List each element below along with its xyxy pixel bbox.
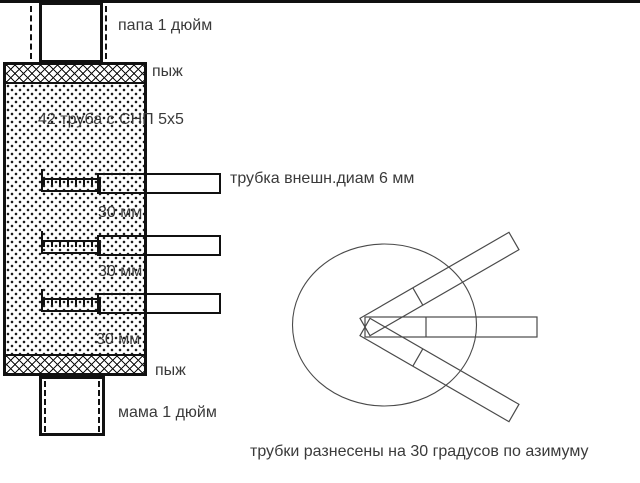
tube-2-outer-section — [97, 235, 221, 256]
tube-2-end-tick — [41, 231, 43, 240]
tube-3-end-tick — [41, 289, 43, 298]
label-male-fitting: папа 1 дюйм — [118, 17, 213, 34]
label-wad-bottom: пыж — [155, 362, 186, 379]
label-pipe-body: 42 труба с СНП 5х5 — [38, 111, 184, 128]
plan-tube-lower — [359, 317, 520, 423]
label-tube-diameter: трубка внешн.диам 6 мм — [230, 170, 415, 187]
label-spacing-2: 30 мм — [98, 263, 143, 280]
top-border-line — [0, 0, 640, 3]
label-female-fitting: мама 1 дюйм — [118, 404, 217, 421]
label-spacing-3: 30 мм — [96, 331, 141, 348]
wad-hatch-top — [6, 65, 144, 84]
female-fitting-bottom — [39, 376, 105, 436]
tube-1-end-tick — [41, 169, 43, 178]
tube-1-inner-section — [41, 178, 101, 192]
female-fitting-hidden-edge-left — [44, 381, 46, 432]
male-fitting-top — [39, 2, 103, 63]
label-wad-top: пыж — [152, 63, 183, 80]
label-azimuth-caption: трубки разнесены на 30 градусов по азиму… — [250, 443, 589, 460]
male-fitting-hidden-edge-left — [30, 6, 32, 59]
plan-tube-upper — [359, 231, 520, 337]
tube-3-inner-section — [41, 298, 101, 312]
tube-3-outer-section — [97, 293, 221, 314]
pipe-cross-section-circle — [291, 243, 478, 407]
male-fitting-hidden-edge-right — [105, 6, 107, 59]
label-spacing-1: 30 мм — [98, 204, 143, 221]
wad-hatch-bottom — [6, 354, 144, 373]
tube-2-inner-section — [41, 240, 101, 254]
tube-1-outer-section — [97, 173, 221, 194]
female-fitting-hidden-edge-right — [98, 381, 100, 432]
plan-tube-middle — [364, 316, 538, 338]
